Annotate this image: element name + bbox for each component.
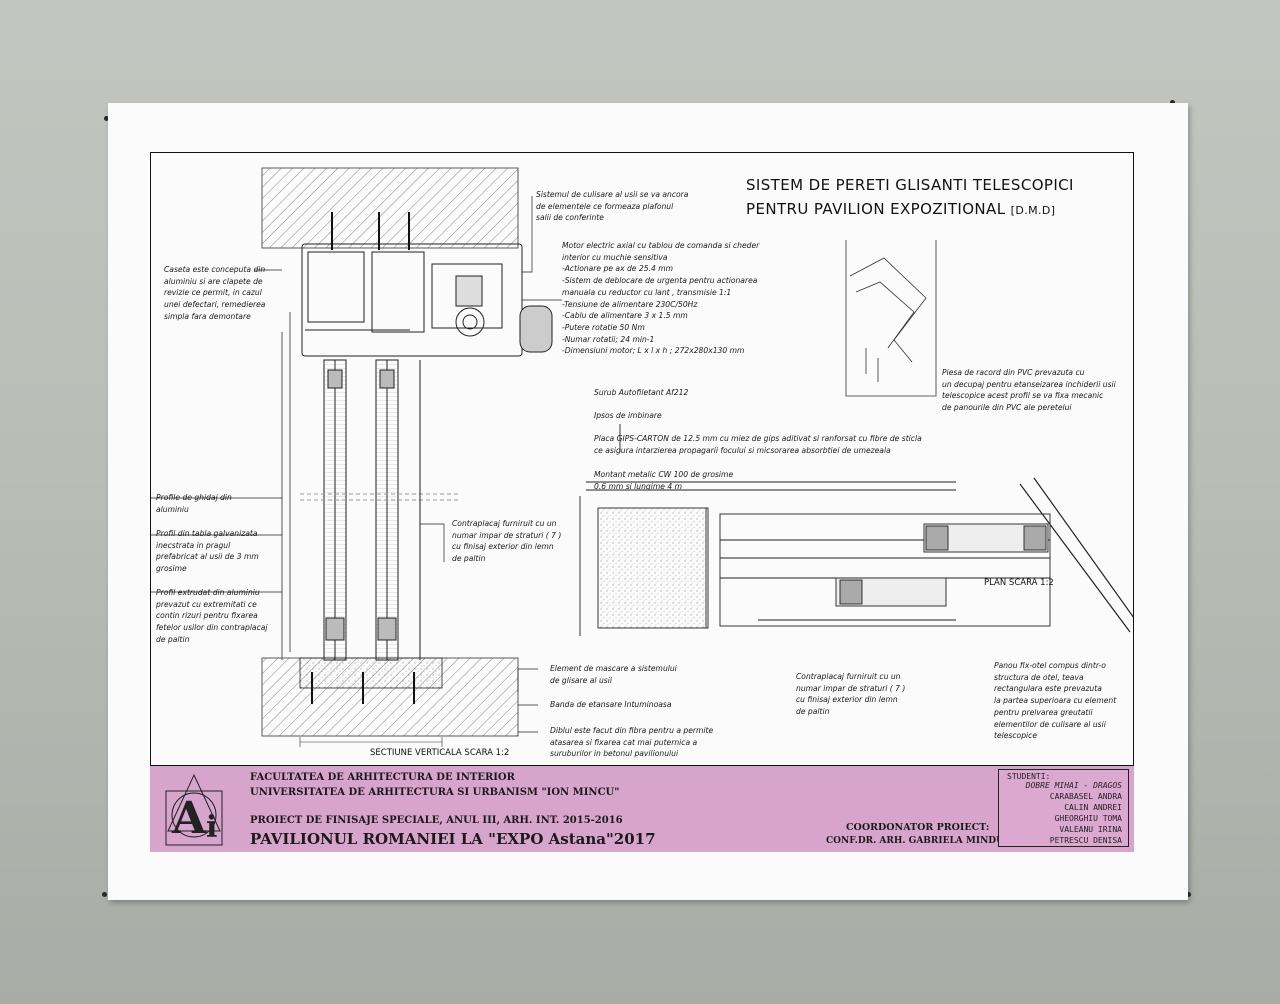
student-name: VALEANU IRINA: [1059, 825, 1122, 834]
motor-casing: [301, 243, 553, 357]
note-ipsos: Ipsos de imbinare: [594, 411, 662, 420]
pavilion-title: PAVILIONUL ROMANIEI LA "EXPO Astana"2017: [250, 830, 656, 848]
caption-plan: PLAN SCARA 1:2: [984, 578, 1054, 588]
student-name: PETRESCU DENISA: [1049, 836, 1122, 845]
note-caseta: Caseta este conceputa din aluminiu si ar…: [164, 265, 266, 321]
students-label: STUDENTI:: [1007, 772, 1051, 781]
note-motor-specs: Motor electric axial cu tablou de comand…: [562, 241, 760, 356]
university-name: UNIVERSITATEA DE ARHITECTURA SI URBANISM…: [250, 787, 620, 798]
coordinator-name: CONF.DR. ARH. GABRIELA MINDU: [826, 836, 1004, 846]
title-block: [150, 765, 1134, 852]
note-contraplacaj-2: Contraplacaj furniruit cu un numar impar…: [796, 672, 906, 717]
note-banda-etansare: Banda de etansare Intuminoasa: [550, 700, 672, 709]
students-box: STUDENTI: DOBRE MIHAI - DRAGOS CARABASEL…: [998, 769, 1129, 847]
drawing-title-line2: PENTRU PAVILION EXPOZITIONAL [D.M.D]: [746, 200, 1055, 218]
note-diblu: Diblul este facut din fibra pentru a per…: [550, 726, 714, 759]
floor-slab: [261, 657, 519, 737]
ai-logo: A i: [165, 773, 223, 846]
technical-drawing: [150, 167, 1134, 747]
coordinator-label: COORDONATOR PROIECT:: [846, 822, 990, 833]
door-leaves: [281, 312, 460, 661]
pin-bottom-right: [1186, 892, 1191, 897]
pin-bottom-left: [102, 892, 107, 897]
floor-anchors: [311, 672, 415, 704]
project-line: PROIECT DE FINISAJE SPECIALE, ANUL III, …: [250, 815, 623, 826]
note-piesa-pvc: Piesa de racord din PVC prevazuta cu un …: [942, 368, 1116, 413]
title-text: PENTRU PAVILION EXPOZITIONAL: [746, 200, 1006, 218]
note-panou-fix: Panou fix-otel compus dintr-o structura …: [994, 661, 1117, 741]
section-dimension: [299, 737, 443, 747]
svg-text:A: A: [171, 793, 207, 844]
student-name: CARABASEL ANDRA: [1049, 792, 1122, 801]
ceiling-anchors: [331, 212, 410, 250]
student-name: DOBRE MIHAI - DRAGOS: [1025, 781, 1122, 790]
pin-top-right: [1170, 100, 1175, 105]
note-contraplacaj-1: Contraplacaj furniruit cu un numar impar…: [452, 519, 562, 564]
author-mark: [D.M.D]: [1010, 204, 1056, 217]
faculty-name: FACULTATEA DE ARHITECTURA DE INTERIOR: [250, 772, 515, 783]
ceiling-slab: [261, 167, 519, 249]
pin-top-left: [104, 116, 109, 121]
note-profil-extrudat: Profil extrudat din aluminiu prevazut cu…: [156, 588, 268, 644]
drawing-title-line1: SISTEM DE PERETI GLISANTI TELESCOPICI: [746, 176, 1074, 194]
note-profil-tabla: Profil din tabla galvanizata inecstrata …: [156, 529, 259, 574]
perspective-sketch: [845, 240, 937, 397]
note-ceiling-anchoring: Sistemul de culisare al usii se va ancor…: [536, 190, 689, 223]
student-name: CALIN ANDREI: [1064, 803, 1122, 812]
note-placa-gips: Placa GIPS-CARTON de 12.5 mm cu miez de …: [594, 434, 922, 455]
caption-section: SECTIUNE VERTICALA SCARA 1:2: [370, 748, 510, 758]
leader-lines: [150, 196, 562, 733]
student-name: GHEORGHIU TOMA: [1054, 814, 1122, 823]
plan-detail: [579, 424, 1134, 636]
note-element-mascare: Element de mascare a sistemului de glisa…: [550, 664, 677, 685]
note-montant: Montant metalic CW 100 de grosime 0.6 mm…: [594, 470, 734, 491]
svg-text:i: i: [206, 810, 217, 845]
note-surub: Surub Autofiletant Af212: [594, 388, 689, 397]
note-profile-ghidaj: Profile de ghidaj din aluminiu: [156, 493, 232, 514]
